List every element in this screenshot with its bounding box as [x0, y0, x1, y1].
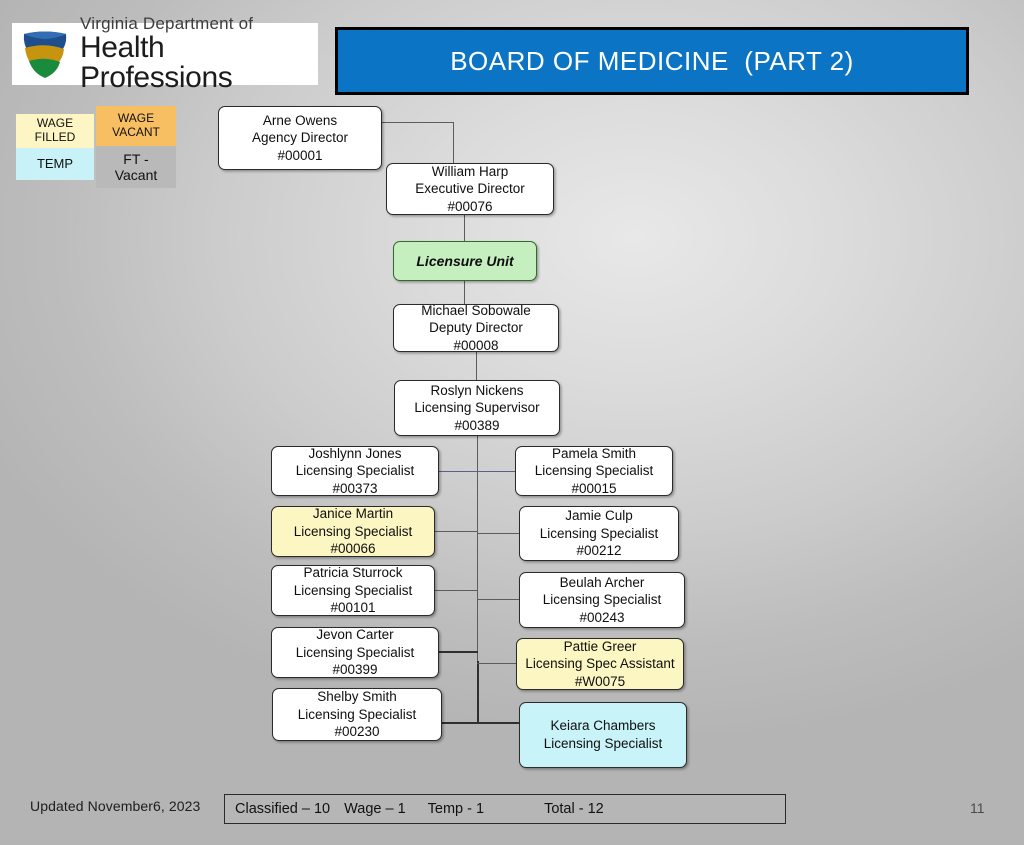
legend-ft-vacant-line1: FT -: [123, 150, 149, 167]
node-number: #00373: [332, 480, 378, 496]
connector-arne-harp-h: [382, 122, 454, 123]
shield-logo-icon: [23, 31, 67, 78]
connector-row2-right: [477, 533, 521, 534]
legend-ft-vacant: FT - Vacant: [96, 146, 176, 188]
node-name: Keiara Chambers: [550, 718, 656, 734]
stat-total: Total - 12: [544, 801, 604, 817]
node-role: Licensing Specialist: [543, 736, 663, 751]
node-role: Licensing Supervisor: [414, 400, 540, 416]
org-node-patricia-sturrock[interactable]: Patricia Sturrock Licensing Specialist #…: [271, 565, 435, 616]
node-number: #00389: [454, 417, 500, 433]
connector-unit-sobowale: [464, 281, 465, 304]
node-number: #00212: [576, 543, 622, 559]
node-number: #00230: [334, 724, 380, 740]
page-number: 11: [970, 800, 985, 816]
node-name: Pamela Smith: [551, 445, 637, 461]
node-role: Licensing Specialist: [297, 706, 417, 722]
connector-row5-left: [441, 722, 479, 724]
connector-row1-left: [438, 471, 478, 472]
node-number: #00001: [277, 147, 323, 163]
node-number: #00015: [571, 480, 617, 496]
org-node-keiara-chambers[interactable]: Keiara Chambers Licensing Specialist: [519, 702, 687, 768]
node-number: #00008: [453, 337, 499, 353]
connector-row3-left: [434, 590, 478, 591]
connector-harp-unit: [464, 214, 465, 242]
org-node-joshlynn-jones[interactable]: Joshlynn Jones Licensing Specialist #003…: [271, 446, 439, 496]
node-name: Jevon Carter: [316, 627, 394, 643]
org-node-pattie-greer[interactable]: Pattie Greer Licensing Spec Assistant #W…: [516, 638, 684, 690]
node-name: Janice Martin: [312, 506, 394, 522]
org-node-jevon-carter[interactable]: Jevon Carter Licensing Specialist #00399: [271, 627, 439, 678]
logo-line-1: Virginia Department of: [80, 14, 254, 33]
slide-title-banner: BOARD OF MEDICINE (PART 2): [335, 27, 969, 95]
node-name: Licensure Unit: [416, 252, 514, 269]
node-role: Licensing Specialist: [534, 463, 654, 479]
page-title: BOARD OF MEDICINE (PART 2): [450, 45, 854, 76]
stat-wage: Wage – 1: [344, 801, 406, 817]
connector-row2-left: [434, 531, 478, 532]
node-name: Joshlynn Jones: [308, 445, 402, 461]
node-name: Jamie Culp: [565, 508, 633, 524]
org-node-roslyn-nickens[interactable]: Roslyn Nickens Licensing Supervisor #003…: [394, 380, 560, 436]
org-node-shelby-smith[interactable]: Shelby Smith Licensing Specialist #00230: [272, 688, 442, 741]
node-role: Licensing Specialist: [539, 525, 659, 541]
legend-ft-vacant-line2: Vacant: [114, 167, 158, 183]
node-name: William Harp: [431, 163, 509, 179]
staffing-summary-box: Classified – 10 Wage – 1 Temp - 1 Total …: [224, 794, 786, 824]
logo-wordmark: Virginia Department of Health Profession…: [80, 15, 318, 93]
node-role: Licensing Spec Assistant: [525, 656, 675, 672]
node-name: Michael Sobowale: [421, 302, 531, 318]
connector-row5-right: [477, 722, 520, 724]
legend-wage-filled-line1: WAGE: [36, 116, 74, 131]
connector-trunk-lower: [477, 661, 479, 723]
node-name: Patricia Sturrock: [303, 565, 403, 581]
node-role: Licensing Specialist: [293, 523, 413, 539]
logo-line-2: Health Professions: [80, 31, 233, 94]
legend-temp-label: TEMP: [36, 155, 74, 171]
updated-date: Updated November6, 2023: [30, 798, 201, 814]
legend-wage-vacant-line1: WAGE: [117, 111, 155, 126]
org-node-beulah-archer[interactable]: Beulah Archer Licensing Specialist #0024…: [519, 572, 685, 628]
stat-classified: Classified – 10: [235, 801, 331, 817]
node-role: Licensing Specialist: [293, 582, 413, 598]
stat-temp: Temp - 1: [427, 801, 485, 817]
node-name: Beulah Archer: [559, 574, 645, 590]
org-node-janice-martin[interactable]: Janice Martin Licensing Specialist #0006…: [271, 506, 435, 557]
node-number: #00101: [330, 600, 376, 616]
connector-row1-right: [477, 471, 517, 472]
legend-temp: TEMP: [16, 148, 94, 180]
node-role: Agency Director: [251, 130, 349, 146]
node-role: Licensing Specialist: [295, 644, 415, 660]
connector-arne-harp-v: [453, 122, 454, 164]
node-role: Executive Director: [415, 181, 525, 197]
connector-row4-left: [438, 651, 478, 653]
node-name: Roslyn Nickens: [430, 382, 524, 398]
node-role: Deputy Director: [429, 320, 523, 336]
legend-wage-vacant-line2: VACANT: [112, 125, 160, 139]
node-name: Shelby Smith: [317, 689, 397, 705]
node-number: #W0075: [574, 673, 626, 689]
node-number: #00399: [332, 662, 378, 678]
connector-sobowale-nickens: [476, 352, 477, 380]
connector-trunk-upper: [477, 436, 478, 661]
vdhp-logo: Virginia Department of Health Profession…: [12, 15, 318, 93]
node-number: #00076: [447, 198, 493, 214]
node-role: Licensing Specialist: [295, 463, 415, 479]
org-node-arne-owens[interactable]: Arne Owens Agency Director #00001: [218, 106, 382, 170]
connector-row3-right: [477, 599, 521, 600]
org-node-pamela-smith[interactable]: Pamela Smith Licensing Specialist #00015: [515, 446, 673, 496]
legend-wage-filled: WAGE FILLED: [16, 114, 94, 148]
legend-wage-vacant: WAGE VACANT: [96, 106, 176, 146]
legend-wage-filled-line2: FILLED: [34, 130, 76, 144]
node-role: Licensing Specialist: [542, 592, 662, 608]
org-node-michael-sobowale[interactable]: Michael Sobowale Deputy Director #00008: [393, 302, 559, 353]
org-node-jamie-culp[interactable]: Jamie Culp Licensing Specialist #00212: [519, 506, 679, 561]
node-number: #00243: [579, 609, 625, 625]
node-name: Pattie Greer: [563, 638, 637, 654]
node-number: #00066: [330, 541, 376, 557]
connector-row4-right: [477, 663, 518, 664]
org-node-licensure-unit[interactable]: Licensure Unit: [393, 241, 537, 281]
org-node-william-harp[interactable]: William Harp Executive Director #00076: [386, 163, 554, 215]
node-name: Arne Owens: [262, 112, 338, 128]
